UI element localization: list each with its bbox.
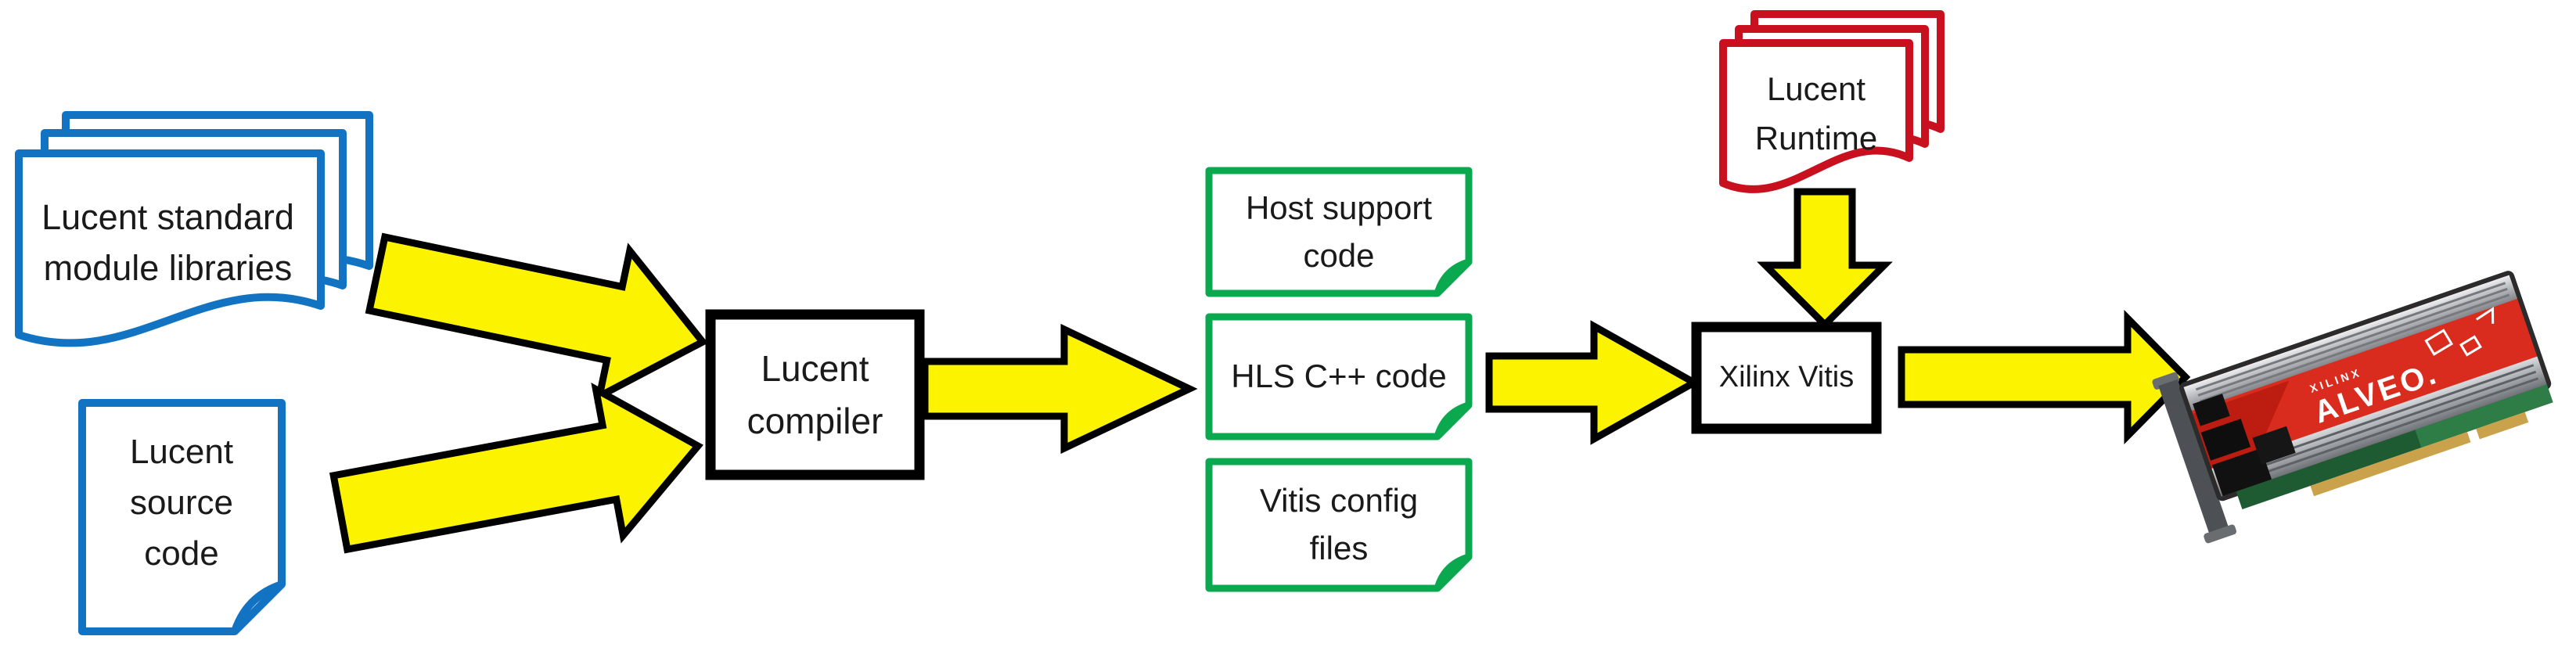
card-bracket (2158, 379, 2230, 537)
label-line: Lucent standard (41, 197, 294, 237)
host-support-doc (1205, 167, 1473, 297)
shroud-deco-square (2424, 329, 2454, 356)
arrow-vitis-to-card (1898, 310, 2191, 444)
arrow-shape (365, 232, 708, 403)
xilinx-vitis-label: Xilinx Vitis (1707, 337, 1866, 419)
doc-sheet-front (15, 149, 325, 347)
doc-outline (1205, 458, 1473, 592)
arrow-shape (1757, 188, 1893, 330)
doc-outline (1205, 167, 1473, 297)
standard-libraries-label: Lucent standard module libraries (21, 192, 315, 294)
label-line: HLS C++ code (1231, 358, 1447, 395)
doc-fold-flap (1434, 258, 1470, 295)
pcie-fingers-short (2476, 412, 2529, 440)
compiler-label: Lucent compiler (721, 325, 909, 465)
shroud-deco-square (2459, 335, 2482, 357)
vitis-config-label: Vitis config files (1216, 469, 1462, 581)
card-bracket-tab-top (2152, 372, 2179, 390)
shroud-deco-arrow (2475, 307, 2495, 324)
runtime-label: Lucent Runtime (1726, 47, 1906, 180)
compiler-box (705, 309, 925, 480)
runtime-doc-stack (1719, 10, 1945, 193)
label-line: Runtime (1754, 120, 1878, 156)
arrow-shape (921, 323, 1198, 455)
label-line: compiler (747, 400, 883, 441)
arrow-shape (1898, 310, 2191, 444)
doc-sheet-front (1719, 39, 1913, 193)
label-line: Host support (1245, 189, 1433, 226)
heatsink-groove (2225, 370, 2537, 480)
label-line: Lucent (1766, 70, 1866, 107)
arrow-shape (1485, 320, 1702, 445)
host-support-label: Host support code (1216, 178, 1462, 286)
pcie-fingers-long (2310, 432, 2471, 497)
heatsink-groove (2228, 377, 2539, 487)
arrow-compiler-to-outputs (921, 323, 1198, 455)
doc-outline (78, 399, 286, 635)
arrow-shape (329, 383, 703, 554)
card-bracket-tab-bottom (2204, 524, 2237, 544)
doc-fold-flap (1434, 401, 1470, 438)
heatsink-groove (2197, 287, 2508, 397)
xilinx-vitis-box (1691, 322, 1882, 434)
label-line: code (144, 534, 219, 573)
label-line: code (1303, 236, 1375, 274)
label-line: files (1309, 530, 1369, 566)
qsfp-port (2200, 419, 2251, 461)
qsfp-port (2193, 394, 2230, 426)
label-line: Lucent (129, 433, 234, 471)
card-pcb-highlight (2415, 384, 2553, 448)
qsfp-port (2252, 426, 2296, 465)
doc-fold-flap (1434, 553, 1470, 590)
heatsink-groove (2195, 282, 2506, 391)
qsfp-port (2211, 448, 2272, 497)
source-code-doc (78, 399, 286, 635)
doc-fold-flap (231, 581, 283, 633)
arrow-libraries-to-compiler (365, 232, 708, 403)
vitis-config-doc (1205, 458, 1473, 592)
label-line: Lucent (761, 347, 869, 389)
arrow-runtime-to-vitis (1757, 188, 1893, 330)
label-line: Xilinx Vitis (1718, 361, 1855, 394)
arrow-source-to-compiler (329, 383, 703, 554)
hls-code-doc (1205, 313, 1473, 440)
doc-outline (1205, 313, 1473, 440)
source-code-label: Lucent source code (84, 426, 279, 579)
alveo-card-image: XILINX ALVEO. (2152, 271, 2553, 544)
label-line: module libraries (43, 248, 293, 289)
heatsink-groove (2200, 293, 2510, 403)
label-line: source (129, 483, 234, 523)
label-line: Vitis config (1259, 482, 1419, 519)
hls-code-label: HLS C++ code (1216, 324, 1462, 430)
standard-libraries-doc-stack (15, 111, 373, 347)
arrow-outputs-to-vitis (1485, 320, 1702, 445)
